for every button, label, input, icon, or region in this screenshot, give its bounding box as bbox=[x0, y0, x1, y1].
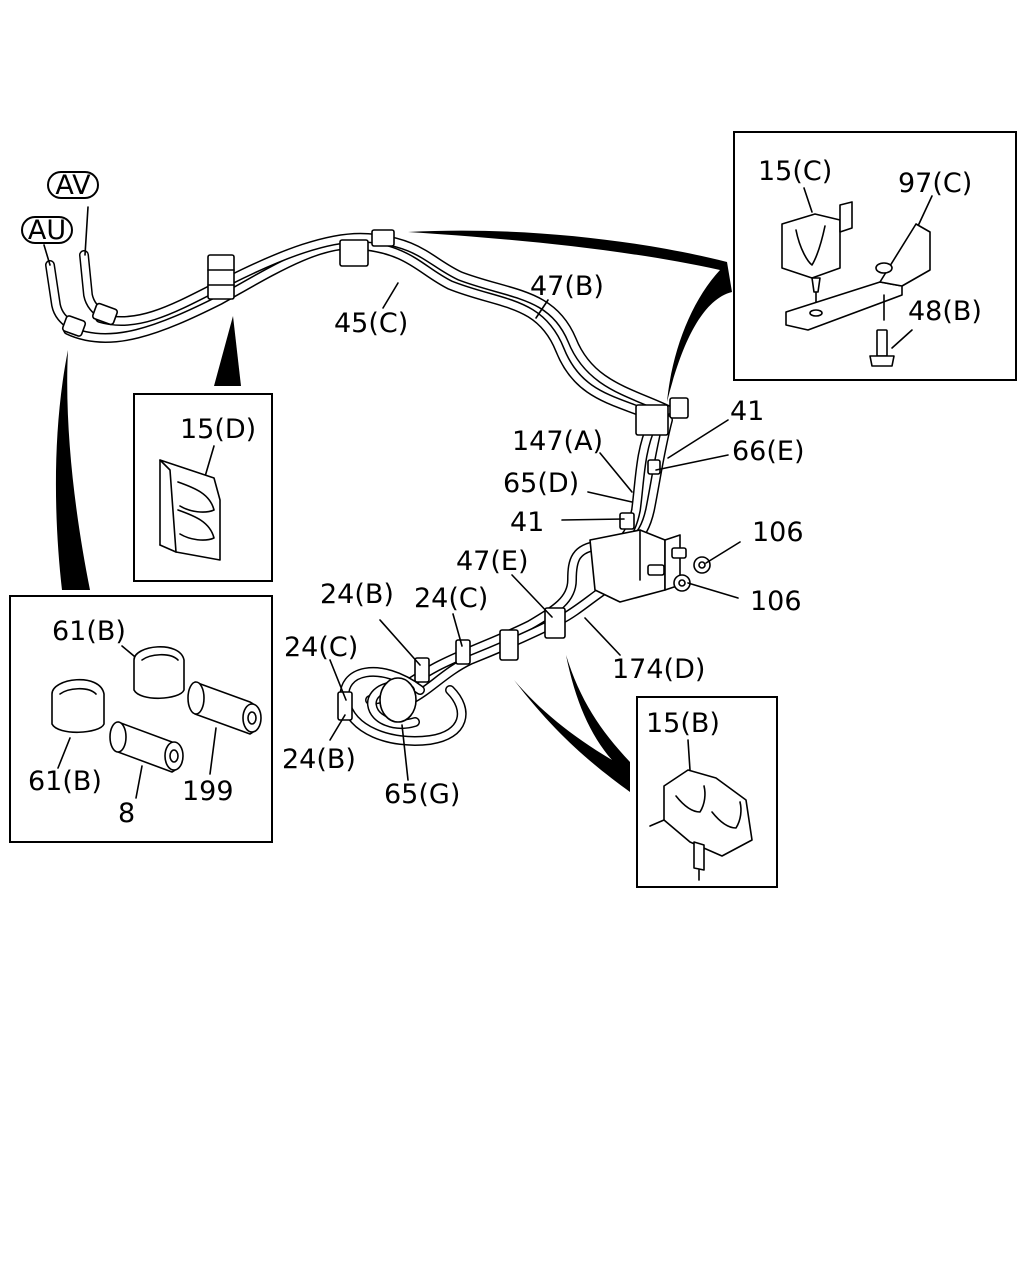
callout-97c: 97(C) bbox=[898, 168, 972, 199]
callout-199: 199 bbox=[182, 776, 234, 807]
callout-174d: 174(D) bbox=[612, 654, 705, 685]
callout-24c-left: 24(C) bbox=[284, 632, 358, 663]
callout-47e: 47(E) bbox=[456, 546, 528, 577]
callout-15d: 15(D) bbox=[180, 414, 256, 445]
callout-45c: 45(C) bbox=[334, 308, 408, 339]
callout-41-top: 41 bbox=[730, 396, 764, 427]
detail-box-15c-97c-48b: 15(C) 97(C) 48(B) bbox=[733, 131, 1017, 381]
callout-41-mid: 41 bbox=[510, 507, 544, 538]
callout-24c-top: 24(C) bbox=[414, 583, 488, 614]
clip-upper-right bbox=[635, 397, 689, 436]
callout-106-a: 106 bbox=[752, 517, 804, 548]
callout-15b: 15(B) bbox=[646, 708, 720, 739]
callout-47b: 47(B) bbox=[530, 271, 604, 302]
leader-wedge-15d bbox=[214, 316, 241, 386]
callout-106-b: 106 bbox=[750, 586, 802, 617]
detail-box-61b-8-199: 61(B) 61(B) 8 199 bbox=[9, 595, 273, 843]
callout-av: AV bbox=[55, 170, 91, 201]
leader-wedge-15b bbox=[514, 655, 630, 792]
callout-61b-top: 61(B) bbox=[52, 616, 126, 647]
callout-65g: 65(G) bbox=[384, 779, 460, 810]
clip-upper-left bbox=[207, 254, 235, 300]
callout-65d: 65(D) bbox=[503, 468, 579, 499]
leader-lines bbox=[43, 206, 741, 781]
leader-wedge-61b bbox=[55, 350, 90, 590]
nuts-106 bbox=[673, 556, 711, 592]
callout-48b: 48(B) bbox=[908, 296, 982, 327]
detail-box-15d: 15(D) bbox=[133, 393, 273, 582]
callout-au: AU bbox=[28, 215, 66, 246]
clip-upper-center bbox=[339, 229, 395, 267]
callout-8: 8 bbox=[118, 798, 135, 829]
callout-66e: 66(E) bbox=[732, 436, 804, 467]
callout-24b-top: 24(B) bbox=[320, 579, 394, 610]
junction-block bbox=[589, 529, 687, 603]
callout-147a: 147(A) bbox=[512, 426, 603, 457]
callout-61b-bottom: 61(B) bbox=[28, 766, 102, 797]
pipe-loop-65g bbox=[339, 666, 467, 746]
callout-au-bubble bbox=[21, 216, 73, 244]
callout-av-bubble bbox=[47, 171, 99, 199]
callout-24b-bottom: 24(B) bbox=[282, 744, 356, 775]
callout-15c: 15(C) bbox=[758, 156, 832, 187]
unions-41 bbox=[619, 459, 661, 530]
detail-box-15b: 15(B) bbox=[636, 696, 778, 888]
pipe-left-ends bbox=[45, 250, 119, 337]
